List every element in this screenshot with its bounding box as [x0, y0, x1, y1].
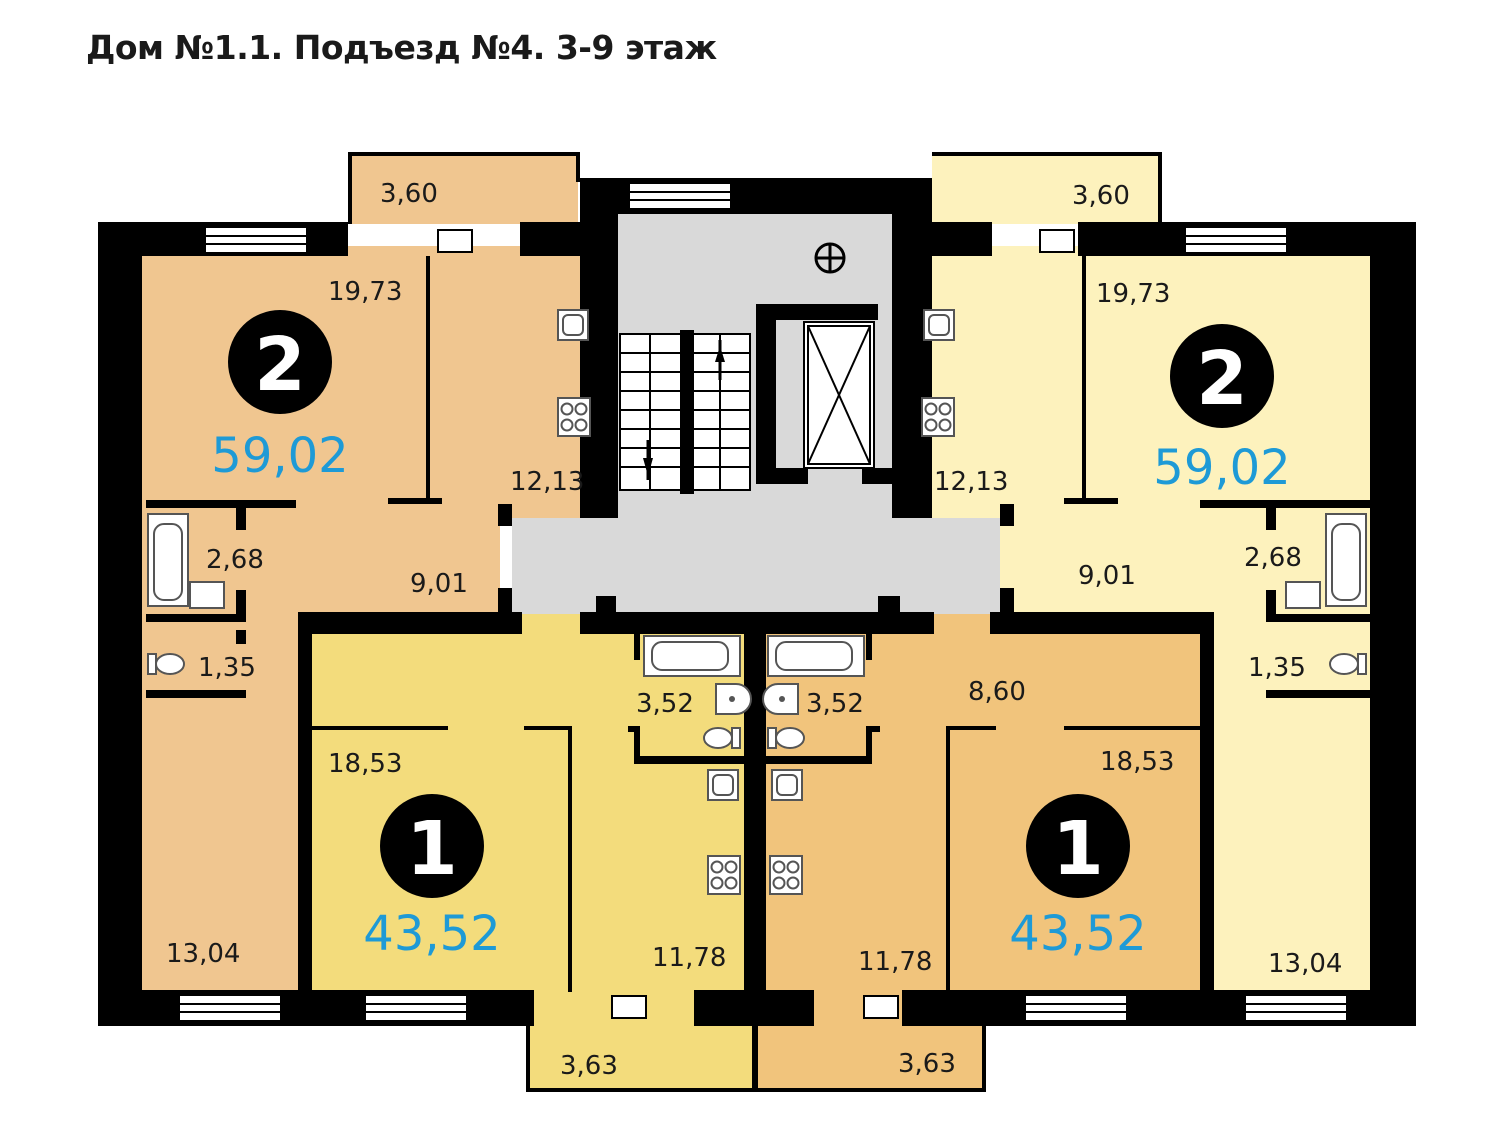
stove-icon	[921, 397, 955, 437]
sink-icon	[707, 769, 739, 801]
bathtub-icon	[643, 635, 741, 677]
plan-title: Дом №1.1. Подъезд №4. 3-9 этаж	[86, 28, 717, 67]
room-area: 11,78	[858, 947, 932, 977]
apartment-badge-2-left: 2	[228, 310, 332, 414]
stairs-icon	[619, 330, 751, 494]
apartment-badge-1-left: 1	[380, 794, 484, 898]
total-area: 43,52	[1009, 906, 1146, 962]
room-area: 9,01	[410, 569, 468, 599]
fixtures	[147, 309, 1367, 895]
total-area: 59,02	[211, 428, 348, 484]
stove-icon	[707, 855, 741, 895]
riser-icon	[814, 242, 846, 274]
room-area: 1,35	[1248, 653, 1306, 683]
room-area: 3,52	[636, 689, 694, 719]
sink-icon	[715, 683, 752, 715]
bathtub-icon	[767, 635, 865, 677]
room-area: 3,60	[380, 179, 438, 209]
toilet-icon	[703, 727, 741, 749]
room-area: 3,60	[1072, 181, 1130, 211]
room-area: 18,53	[1100, 747, 1174, 777]
toilet-icon	[1329, 653, 1367, 675]
sink-icon	[557, 309, 589, 341]
bathtub-icon	[1325, 513, 1367, 607]
room-area: 12,13	[934, 467, 1008, 497]
rooms-count: 1	[406, 806, 458, 892]
total-area: 43,52	[363, 906, 500, 962]
room-area: 12,13	[510, 467, 584, 497]
apartment-2-right[interactable]	[912, 154, 1372, 992]
room-area: 8,60	[968, 677, 1026, 707]
bathtub-icon	[147, 513, 189, 607]
windows	[179, 183, 1347, 1021]
room-area: 18,53	[328, 749, 402, 779]
rooms-count: 2	[254, 322, 306, 408]
sink-icon	[762, 683, 799, 715]
apartment-2-left[interactable]	[140, 154, 600, 992]
room-area: 19,73	[1096, 279, 1170, 309]
total-area: 59,02	[1153, 440, 1290, 496]
toilet-icon	[767, 727, 805, 749]
rooms-count: 2	[1196, 336, 1248, 422]
room-area: 3,52	[806, 689, 864, 719]
room-area: 13,04	[1268, 949, 1342, 979]
room-area: 1,35	[198, 653, 256, 683]
sink-icon	[771, 769, 803, 801]
rooms-count: 1	[1052, 806, 1104, 892]
apartment-badge-1-right: 1	[1026, 794, 1130, 898]
room-area: 9,01	[1078, 561, 1136, 591]
room-area: 2,68	[206, 545, 264, 575]
sink-icon	[1285, 581, 1321, 609]
stove-icon	[769, 855, 803, 895]
toilet-icon	[147, 653, 185, 675]
sink-icon	[189, 581, 225, 609]
stove-icon	[557, 397, 591, 437]
room-area: 2,68	[1244, 543, 1302, 573]
room-area: 13,04	[166, 939, 240, 969]
room-area: 3,63	[560, 1051, 618, 1081]
sink-icon	[923, 309, 955, 341]
elevator-icon	[803, 321, 875, 469]
apartment-badge-2-right: 2	[1170, 324, 1274, 428]
room-area: 19,73	[328, 277, 402, 307]
room-area: 3,63	[898, 1049, 956, 1079]
room-area: 11,78	[652, 943, 726, 973]
